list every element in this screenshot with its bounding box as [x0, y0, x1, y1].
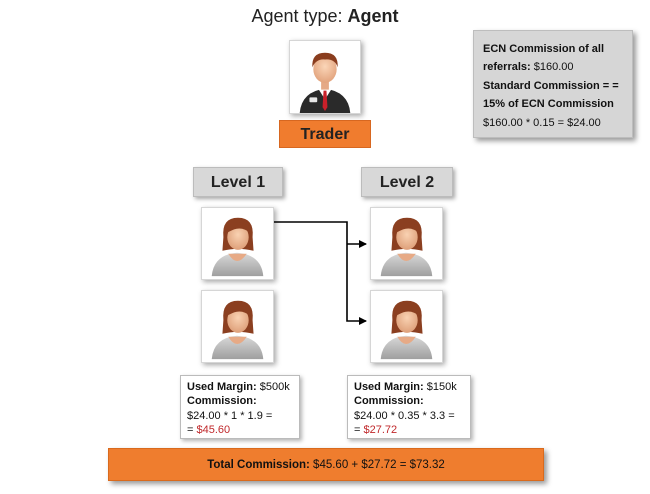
standard-commission-label: Standard Commission = = 15% of ECN Commi…: [483, 79, 619, 111]
female-person-icon: [380, 300, 433, 360]
level-2-commission-box: Used Margin: $150k Commission: $24.00 * …: [347, 375, 471, 439]
commission-formula: $24.00 * 0.35 * 3.3 =: [354, 409, 455, 422]
agent-type-value: Agent: [347, 6, 399, 26]
title-prefix: Agent type:: [251, 6, 348, 26]
level-1-referral-avatar-1: [201, 207, 274, 280]
ecn-commission-box: ECN Commission of all referrals: $160.00…: [473, 30, 633, 138]
total-commission-label: Total Commission:: [207, 459, 310, 471]
used-margin-label: Used Margin:: [354, 381, 424, 393]
ecn-commission-label: ECN Commission of all referrals:: [483, 43, 605, 74]
result-prefix: =: [354, 423, 364, 436]
ecn-commission-value: $160.00: [530, 61, 574, 74]
page-title: Agent type: Agent: [0, 6, 650, 27]
level-1-commission-box: Used Margin: $500k Commission: $24.00 * …: [180, 375, 300, 439]
used-margin-value: $150k: [423, 381, 457, 393]
commission-label: Commission:: [354, 395, 424, 408]
result-prefix: =: [187, 423, 197, 436]
commission-label: Commission:: [187, 395, 257, 408]
used-margin-label: Used Margin:: [187, 381, 257, 393]
standard-commission-calc: $160.00 * 0.15 = $24.00: [483, 116, 601, 129]
female-person-icon: [211, 300, 264, 360]
trader-avatar: [289, 40, 361, 114]
female-person-icon: [211, 217, 264, 277]
level-1-label: Level 1: [193, 167, 283, 197]
total-commission-value: $45.60 + $27.72 = $73.32: [309, 459, 445, 471]
level-1-referral-avatar-2: [201, 290, 274, 363]
commission-result: $45.60: [196, 423, 231, 436]
male-person-icon: [299, 52, 351, 113]
commission-formula: $24.00 * 1 * 1.9 =: [187, 409, 273, 422]
arrow-to-level2-second: [274, 221, 367, 325]
total-commission-bar: Total Commission: $45.60 + $27.72 = $73.…: [108, 448, 544, 481]
commission-result: $27.72: [363, 423, 398, 436]
used-margin-value: $500k: [256, 381, 290, 393]
trader-label: Trader: [279, 120, 371, 148]
female-person-icon: [380, 217, 433, 277]
level-2-referral-avatar-2: [370, 290, 443, 363]
level-2-referral-avatar-1: [370, 207, 443, 280]
level-2-label: Level 2: [361, 167, 453, 197]
